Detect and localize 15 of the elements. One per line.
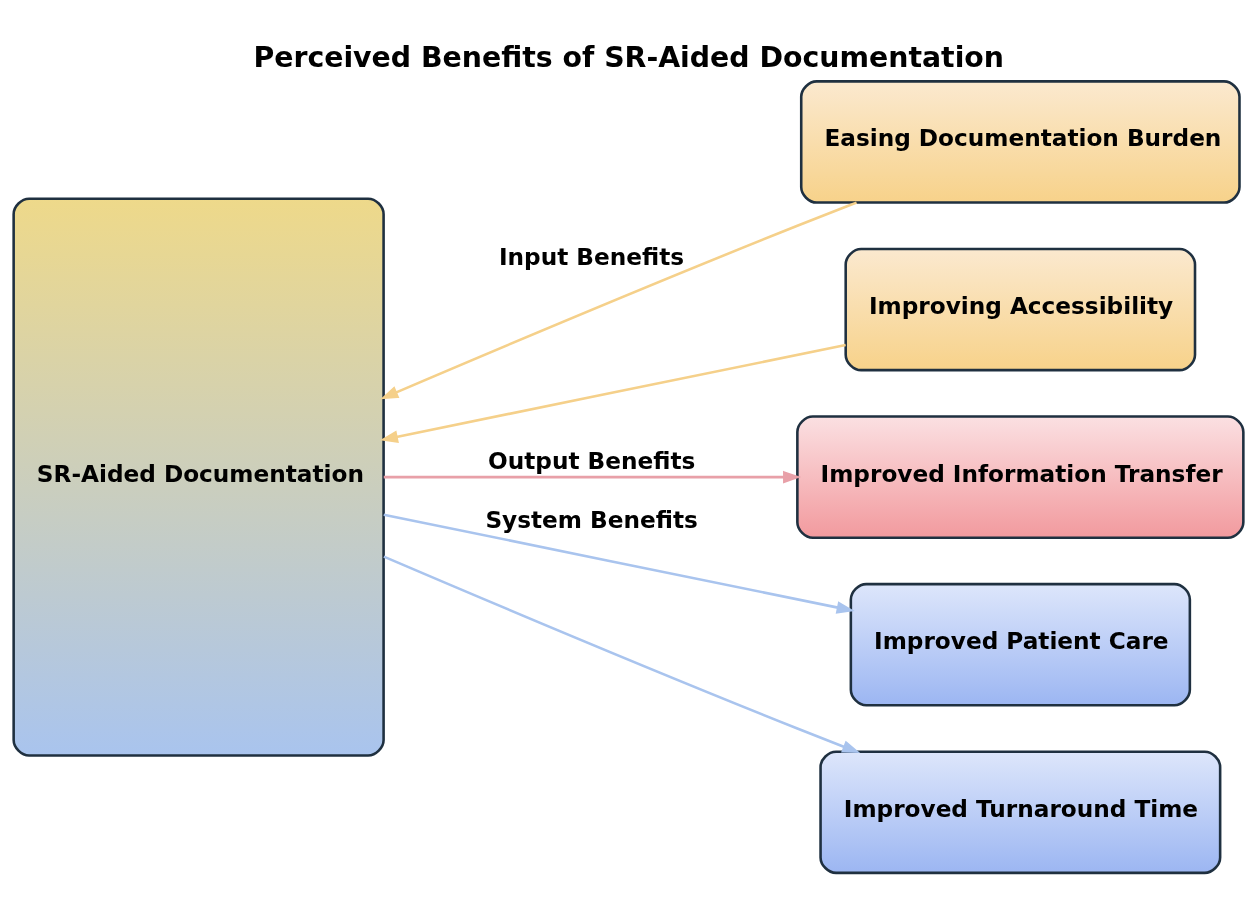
- arrow: [383, 470, 802, 483]
- edge-label: Output Benefits: [488, 446, 696, 474]
- node-box: Improved Patient Care: [849, 582, 1192, 707]
- arrow: [380, 200, 857, 399]
- node-box: Improved Turnaround Time: [819, 749, 1222, 874]
- edge-label: Input Benefits: [498, 242, 685, 270]
- edge-label: System Benefits: [485, 505, 698, 533]
- node-box: Improving Accessibility: [844, 247, 1197, 371]
- node-box: Improved Information Transfer: [796, 414, 1245, 539]
- arrow: [379, 343, 846, 443]
- node-box: SR-Aided Documentation: [12, 196, 385, 757]
- arrow: [383, 512, 855, 614]
- arrow: [383, 554, 861, 753]
- node-box: Easing Documentation Burden: [799, 79, 1241, 204]
- diagram-title: Perceived Benefits of SR-Aided Documentation: [253, 40, 1005, 74]
